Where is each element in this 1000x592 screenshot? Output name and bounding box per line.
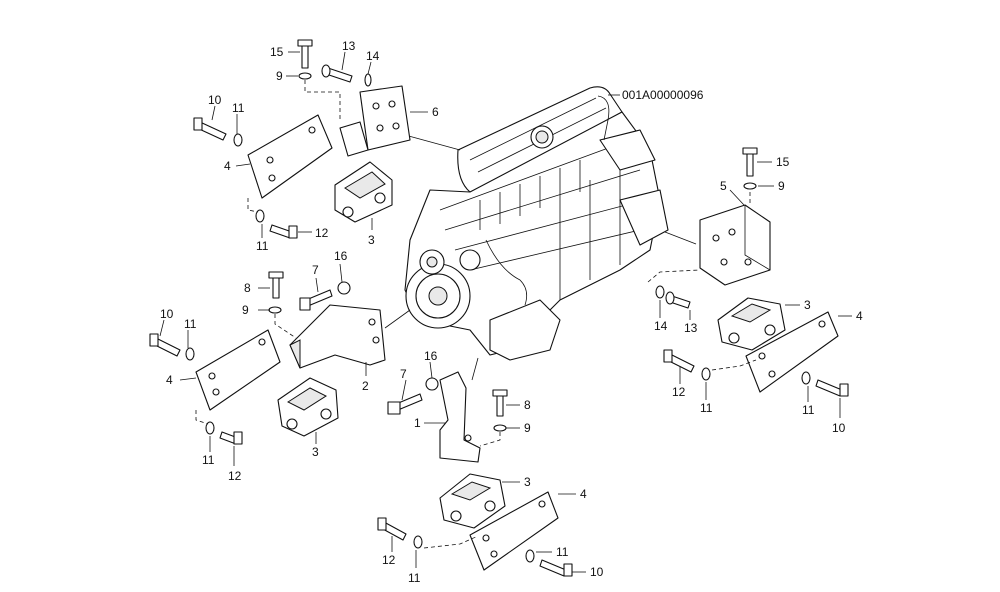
- callout-8: 8: [524, 398, 531, 412]
- callout-labels: 15 13 14 9 6 10 11 4 11 12 3 15 9 5 14 1…: [160, 39, 863, 585]
- callout-7: 7: [312, 263, 319, 277]
- callout-11: 11: [232, 101, 245, 115]
- callout-9: 9: [276, 69, 283, 83]
- callout-11: 11: [202, 453, 215, 467]
- callout-12: 12: [228, 469, 242, 483]
- engine-assembly: [404, 86, 669, 361]
- callout-2: 2: [362, 379, 369, 393]
- callout-12: 12: [672, 385, 686, 399]
- callout-16: 16: [334, 249, 348, 263]
- callout-9: 9: [242, 303, 249, 317]
- callout-12: 12: [315, 226, 329, 240]
- callout-10: 10: [832, 421, 846, 435]
- callout-3: 3: [524, 475, 531, 489]
- top-left-mount: [193, 39, 411, 239]
- callout-13: 13: [342, 39, 356, 53]
- callout-11: 11: [256, 239, 269, 253]
- callout-6: 6: [432, 105, 439, 119]
- callout-3: 3: [368, 233, 375, 247]
- callout-15: 15: [270, 45, 284, 59]
- callout-12: 12: [382, 553, 396, 567]
- callout-5: 5: [720, 179, 727, 193]
- callout-11: 11: [556, 545, 569, 559]
- callout-14: 14: [654, 319, 668, 333]
- callout-15: 15: [776, 155, 790, 169]
- callout-9: 9: [778, 179, 785, 193]
- callout-11: 11: [700, 401, 713, 415]
- callout-11: 11: [184, 317, 197, 331]
- callout-3: 3: [804, 298, 811, 312]
- callout-14: 14: [366, 49, 380, 63]
- diagram-code: 001A00000096: [622, 88, 704, 102]
- callout-1: 1: [414, 416, 421, 430]
- callout-3: 3: [312, 445, 319, 459]
- callout-4: 4: [856, 309, 863, 323]
- bottom-mount: [377, 473, 573, 577]
- callout-11: 11: [408, 571, 421, 585]
- callout-7: 7: [400, 367, 407, 381]
- callout-10: 10: [160, 307, 174, 321]
- middle-mount: [387, 371, 508, 463]
- middle-left-mount: [149, 271, 386, 445]
- right-mount: [647, 147, 849, 397]
- callout-13: 13: [684, 321, 698, 335]
- callout-10: 10: [590, 565, 604, 579]
- callout-9: 9: [524, 421, 531, 435]
- callout-11: 11: [802, 403, 815, 417]
- callout-8: 8: [244, 281, 251, 295]
- callout-4: 4: [224, 159, 231, 173]
- callout-4: 4: [166, 373, 173, 387]
- callout-16: 16: [424, 349, 438, 363]
- callout-4: 4: [580, 487, 587, 501]
- callout-10: 10: [208, 93, 222, 107]
